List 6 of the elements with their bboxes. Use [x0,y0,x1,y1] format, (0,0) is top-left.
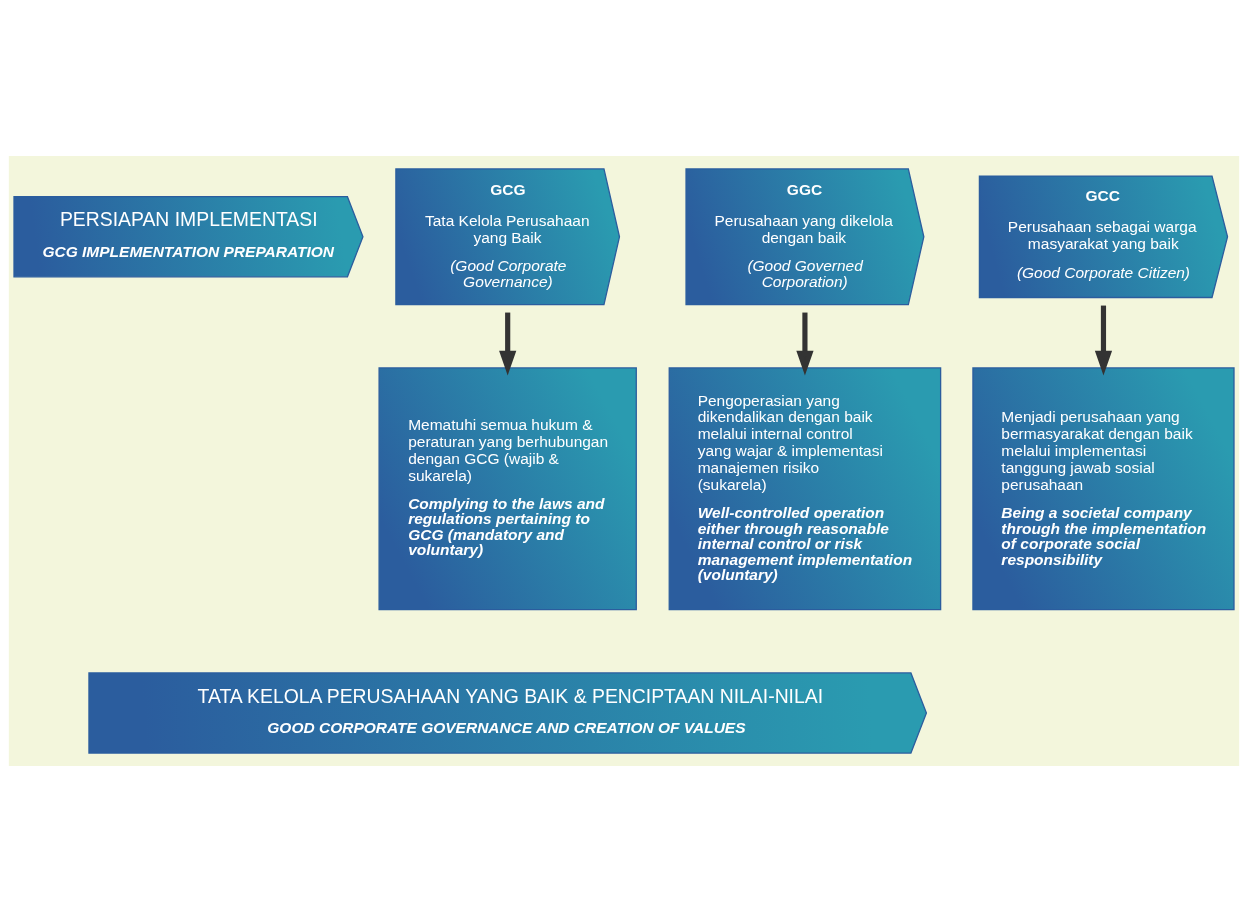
arrow [1094,305,1113,376]
arrow [499,312,517,376]
node-box: Mematuhi semua hukum & peraturan yang berhubungan dengan GCG (wajib & sukarela) Complying to the laws and regulations pertaining to GCG (mandatory and voluntary) [378,367,637,611]
arrow [796,312,814,376]
node-box: Pengoperasian yang dikendalikan dengan baik melalui internal control yang wajar & implementasi manajemen risiko (sukarela) Well-controlled operation either through reasonable internal control or risk management implementation (voluntary) [668,367,942,611]
node-box: Menjadi perusahaan yang bermasyarakat dengan baik melalui implementasi tanggung jawab sosial perusahaan Being a societal company through the implementation of corporate social responsibility [972,367,1235,611]
